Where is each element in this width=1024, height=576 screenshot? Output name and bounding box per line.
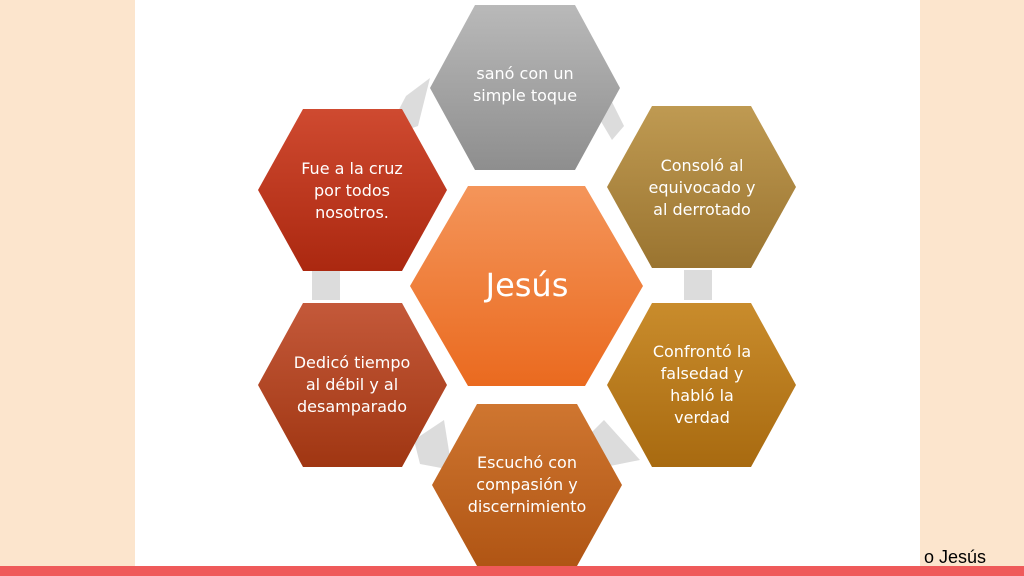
hexagon-listen-label: Escuchó con compasión y discernimiento — [467, 453, 587, 516]
connector-segment — [414, 420, 452, 470]
hexagon-comfort — [607, 106, 796, 268]
hexagon-heal — [430, 5, 620, 170]
hexagon-time-label: Dedicó tiempo al débil y al desamparado — [293, 352, 411, 416]
hexagon-confront-label: Confrontó la falsedad y habló la verdad — [652, 342, 752, 427]
hexagon-heal-label: sanó con un simple toque — [472, 64, 578, 105]
hexagon-center — [410, 186, 643, 386]
hexagon-listen — [432, 404, 622, 566]
footer-text: o Jesús — [923, 547, 986, 567]
hexagon-center-label: Jesús — [485, 266, 569, 304]
hexagon-confront — [607, 303, 796, 467]
hexagon-cross — [258, 109, 447, 271]
bottom-accent-bar — [0, 566, 1024, 576]
hexagon-comfort-label: Consoló al equivocado y al derrotado — [648, 155, 756, 219]
hexagon-time — [258, 303, 447, 467]
hexagon-cross-label: Fue a la cruz por todos nosotros. — [301, 158, 403, 222]
connector-segment — [312, 270, 340, 300]
connector-segment — [684, 270, 712, 300]
